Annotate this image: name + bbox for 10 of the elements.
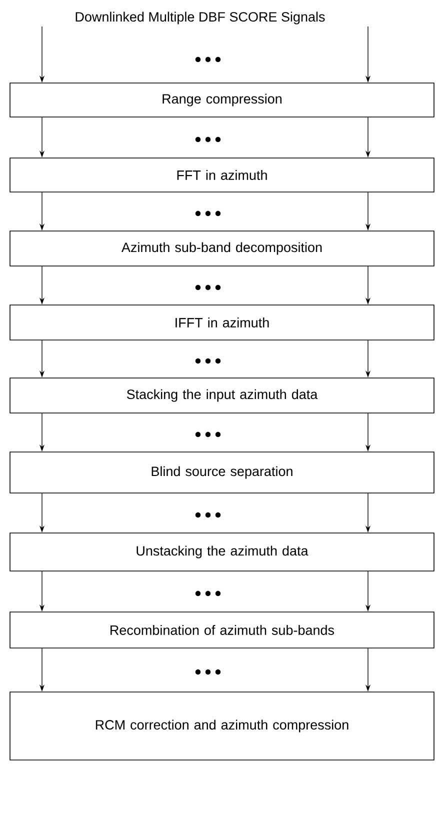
process-box: Unstacking the azimuth data — [10, 532, 434, 572]
process-box: FFT in azimuth — [10, 158, 434, 192]
process-box: Blind source separation — [10, 452, 434, 494]
process-box: Stacking the input azimuth data — [10, 378, 434, 414]
heading-text: Downlinked Multiple DBF SCORE Signals — [76, 12, 325, 24]
process-box: Range compression — [10, 82, 434, 118]
process-box: Recombination of azimuth sub-bands — [10, 612, 434, 648]
process-box: Azimuth sub-band decomposition — [10, 230, 434, 266]
process-box: IFFT in azimuth — [10, 304, 434, 340]
process-box: RCM correction and azimuth compression — [10, 692, 434, 760]
